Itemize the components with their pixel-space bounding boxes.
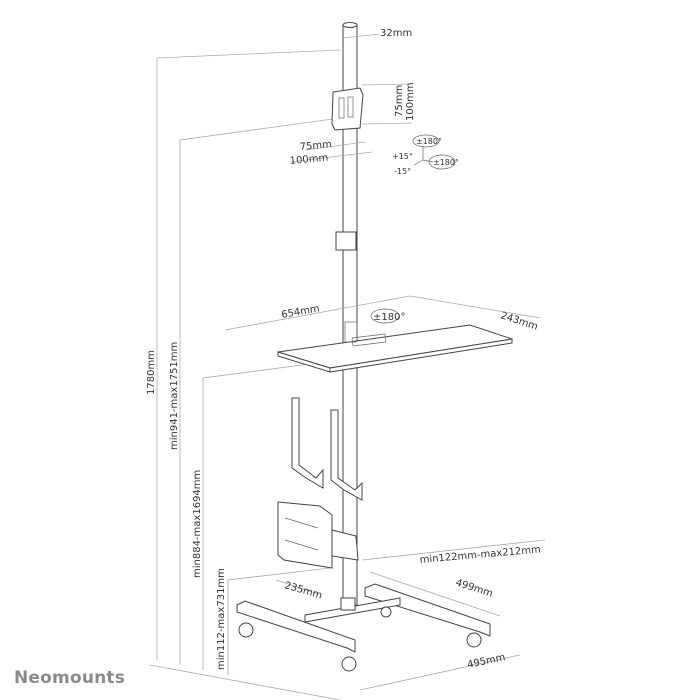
shelf-depth-label: 243mm bbox=[499, 310, 539, 332]
shelf-height-label: min884-max1694mm bbox=[192, 470, 203, 578]
vesa-vertical-100-label: 100mm bbox=[405, 82, 416, 121]
height-reference-lines bbox=[149, 49, 341, 700]
vesa-plate bbox=[331, 87, 364, 131]
cpu-holder-depth-label: 235mm bbox=[283, 580, 323, 601]
tilt-up-label: +15° bbox=[392, 152, 413, 161]
brand-logo: Neomounts bbox=[14, 668, 126, 688]
base bbox=[236, 583, 491, 672]
keyboard-shelf: ±180° 654mm 243mm bbox=[224, 295, 541, 373]
base-depth-label: 499mm bbox=[454, 577, 494, 599]
swivel-label: ±180° bbox=[416, 137, 442, 146]
vesa-horizontal-100-label: 100mm bbox=[289, 153, 328, 167]
rotate-label: ±180° bbox=[433, 158, 459, 167]
vesa-vertical-75-label: 75mm bbox=[394, 85, 405, 117]
cpu-holder-height-label: min112-max731mm bbox=[216, 568, 227, 670]
pole bbox=[335, 22, 358, 606]
cpu-holder bbox=[277, 397, 363, 569]
base-width-label: 495mm bbox=[466, 652, 506, 671]
vesa-horizontal-75-label: 75mm bbox=[299, 139, 332, 153]
rotation-indicators: ±180° ±180° +15° -15° bbox=[392, 134, 459, 176]
pole-diameter-label: 32mm bbox=[380, 28, 412, 39]
monitor-height-label: min941-max1751mm bbox=[169, 342, 180, 450]
total-height-label: 1780mm bbox=[146, 350, 157, 395]
cpu-holder-width-label: min122mm-max212mm bbox=[419, 544, 541, 566]
tilt-down-label: -15° bbox=[394, 167, 411, 176]
shelf-width-label: 654mm bbox=[281, 303, 321, 321]
shelf-swivel-label: ±180° bbox=[373, 312, 405, 323]
